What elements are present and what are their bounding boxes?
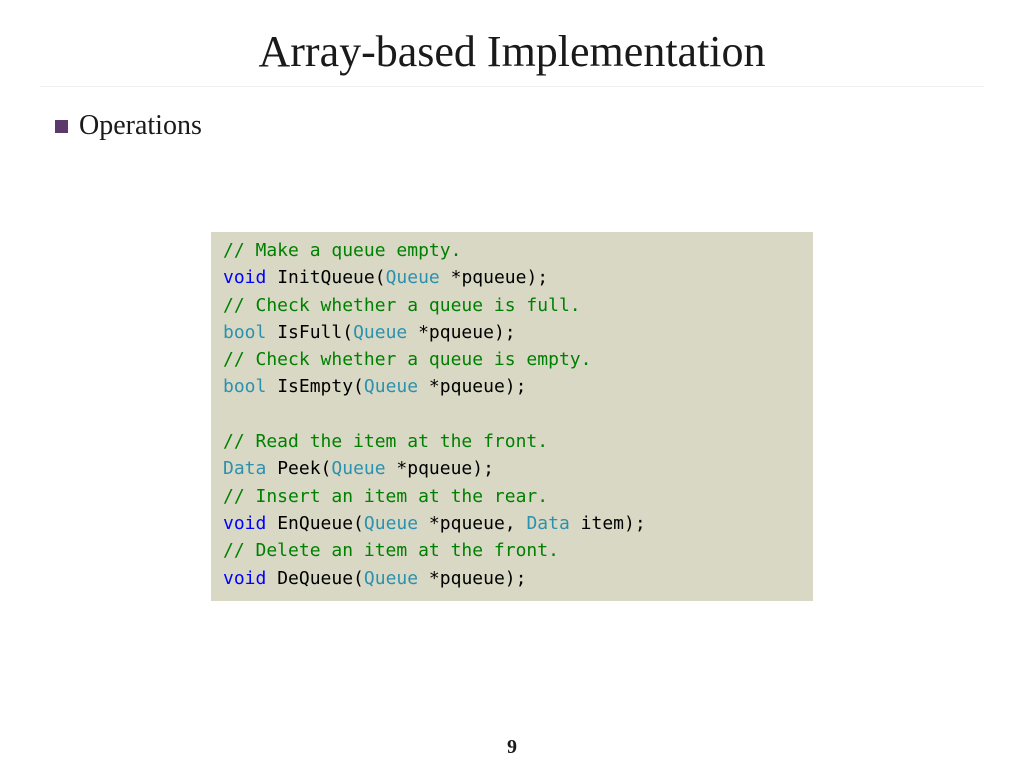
code-token-type: Queue xyxy=(353,321,408,343)
code-token-plain: item); xyxy=(569,512,646,534)
code-token-comment: // Make a queue empty. xyxy=(223,240,462,261)
code-line: // Read the item at the front. xyxy=(223,428,813,455)
code-token-plain: IsEmpty( xyxy=(266,376,364,398)
code-line: void InitQueue(Queue *pqueue); xyxy=(223,264,813,291)
code-token-comment: // Check whether a queue is empty. xyxy=(223,349,592,371)
code-token-type: Data xyxy=(223,458,267,480)
code-token-plain: *pqueue, xyxy=(418,512,527,534)
title-divider xyxy=(40,86,984,87)
code-token-comment: // Insert an item at the rear. xyxy=(223,485,549,507)
code-token-plain: *pqueue); xyxy=(407,321,516,343)
code-token-type: Queue xyxy=(363,512,419,534)
code-line xyxy=(223,401,813,428)
code-token-type: bool xyxy=(223,376,267,398)
code-line: // Check whether a queue is empty. xyxy=(223,346,813,373)
code-token-keyword: void xyxy=(223,512,267,534)
code-token-type: Queue xyxy=(363,376,419,398)
code-token-type: Queue xyxy=(331,458,386,480)
code-line: void DeQueue(Queue *pqueue); xyxy=(223,565,813,592)
bullet-item: Operations xyxy=(55,108,202,144)
code-token-comment: // Read the item at the front. xyxy=(223,431,549,453)
code-token-plain: *pqueue); xyxy=(439,267,549,289)
code-token-plain: DeQueue( xyxy=(266,567,364,589)
code-token-plain: *pqueue); xyxy=(418,567,527,589)
code-token-plain: IsFull( xyxy=(266,321,354,343)
code-line: // Check whether a queue is full. xyxy=(223,292,813,319)
code-line: // Delete an item at the front. xyxy=(223,537,813,564)
code-token-type: bool xyxy=(223,321,267,343)
code-line: bool IsEmpty(Queue *pqueue); xyxy=(223,373,813,400)
code-line: // Insert an item at the rear. xyxy=(223,483,813,510)
code-token-plain: InitQueue( xyxy=(266,267,386,289)
bullet-text: Operations xyxy=(79,110,202,141)
code-token-plain: *pqueue); xyxy=(418,376,527,398)
code-line: // Make a queue empty. xyxy=(223,237,813,264)
code-token-type: Queue xyxy=(385,267,440,289)
code-token-type: Data xyxy=(526,512,570,534)
code-line: Data Peek(Queue *pqueue); xyxy=(223,455,813,482)
code-token-plain: Peek( xyxy=(266,458,332,480)
code-token-plain: EnQueue( xyxy=(266,512,364,534)
code-token-comment: // Delete an item at the front. xyxy=(223,540,559,562)
code-line: bool IsFull(Queue *pqueue); xyxy=(223,319,813,346)
code-token-keyword: void xyxy=(223,567,267,589)
code-token-comment: // Check whether a queue is full. xyxy=(223,294,581,316)
code-token-type: Queue xyxy=(363,567,419,589)
code-line: void EnQueue(Queue *pqueue, Data item); xyxy=(223,510,813,537)
square-bullet-icon xyxy=(55,119,68,133)
code-block: // Make a queue empty.void InitQueue(Que… xyxy=(211,232,813,601)
code-token-plain: *pqueue); xyxy=(385,458,494,480)
page-number: 9 xyxy=(507,736,517,758)
code-token-keyword: void xyxy=(223,267,267,289)
slide-title: Array-based Implementation xyxy=(258,27,766,76)
